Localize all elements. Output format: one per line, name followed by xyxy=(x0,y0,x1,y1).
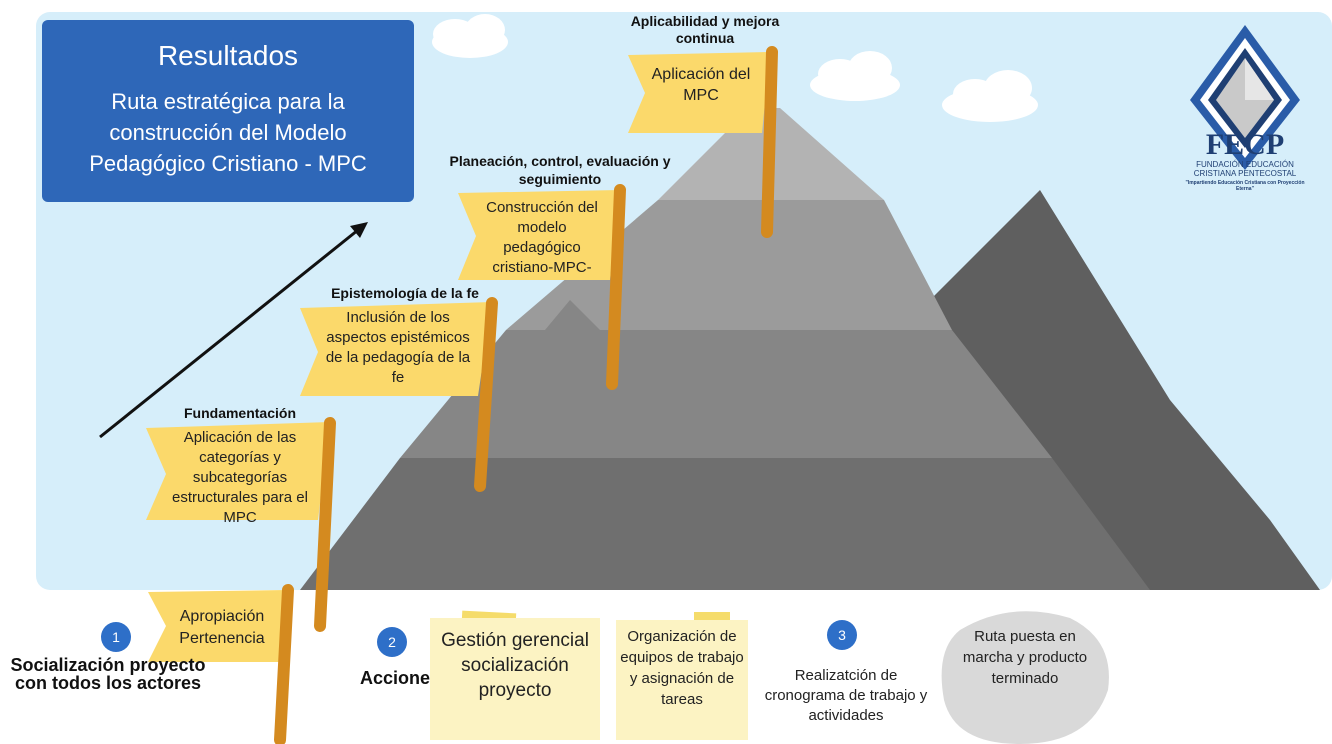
mountain-layer-2 xyxy=(400,330,1052,458)
stage-heading-1: Fundamentación xyxy=(183,405,296,421)
stage-heading-2: Epistemología de la fe xyxy=(331,285,479,301)
logo-diamond-icon xyxy=(1190,25,1300,170)
mountain-base xyxy=(300,458,1150,590)
arrow-head xyxy=(350,222,368,238)
logo-name: FUNDACIÓN EDUCACIÓN CRISTIANA PENTECOSTA… xyxy=(1193,160,1297,178)
flag-text-2: Inclusión de los aspectos epistémicos de… xyxy=(325,309,471,386)
step-label-2: Acciones xyxy=(359,668,441,688)
step-badge-3: 3 xyxy=(827,620,857,650)
logo-tagline: "Impartiendo Educación Cristiana con Pro… xyxy=(1185,180,1305,192)
step-badge-2: 2 xyxy=(377,627,407,657)
step-label-1: Socialización proyecto con todos los act… xyxy=(10,655,206,693)
flag-poles xyxy=(274,46,778,744)
note-text-1: Gestión gerencial socialización proyecto xyxy=(441,630,589,701)
flag-text-3: Construcción del modelo pedagógico crist… xyxy=(486,199,598,276)
stage-heading-3: Planeación, control, evaluación y seguim… xyxy=(449,153,671,187)
note-card-1: Gestión gerencial socialización proyecto xyxy=(430,618,600,740)
title-box: Resultados Ruta estratégica para la cons… xyxy=(42,20,414,202)
stage-heading-4: Aplicabilidad y mejora continua xyxy=(630,13,780,46)
page-title: Resultados xyxy=(157,40,299,71)
result-bubble xyxy=(941,611,1109,744)
step-label-3: Realizatción de cronograma de trabajo y … xyxy=(764,667,928,724)
arrow-line xyxy=(99,228,359,439)
flag-text-4: Aplicación del MPC xyxy=(651,66,751,104)
base-flag-text: Apropiación Pertenencia xyxy=(179,608,265,647)
cloud-icon xyxy=(432,14,1038,122)
note-card-2: Organización de equipos de trabajo y asi… xyxy=(616,620,748,740)
result-bubble-text: Ruta puesta en marcha y producto termina… xyxy=(962,628,1088,687)
note-text-2: Organización de equipos de trabajo y asi… xyxy=(620,628,744,708)
logo-acronym: FECP xyxy=(1205,128,1285,161)
step-badge-1: 1 xyxy=(101,622,131,652)
flags xyxy=(146,52,770,662)
page-subtitle: Ruta estratégica para la construcción de… xyxy=(89,89,367,176)
flag-text-1: Aplicación de las categorías y subcatego… xyxy=(172,429,308,526)
